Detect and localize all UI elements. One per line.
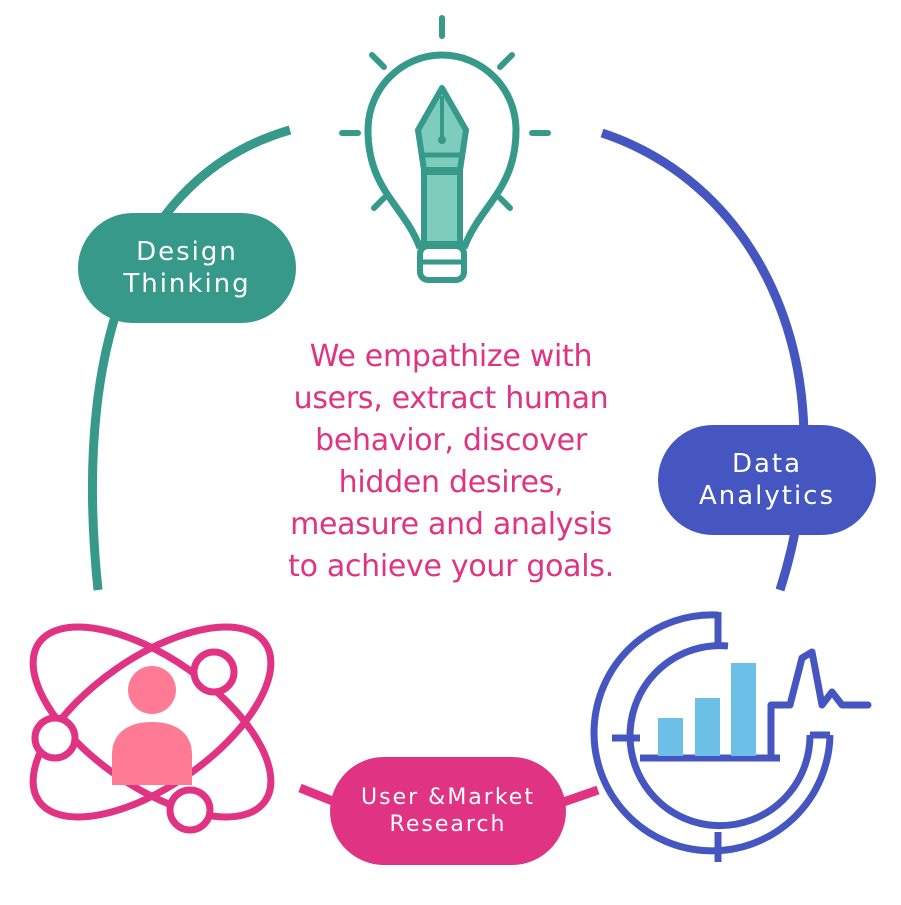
design-thinking-label: Design Thinking bbox=[78, 213, 296, 323]
center-line: measure and analysis bbox=[290, 507, 612, 542]
design-thinking-line-2: Thinking bbox=[123, 269, 251, 299]
center-description: We empathize with users, extract human b… bbox=[262, 336, 640, 588]
design-thinking-line-1: Design bbox=[136, 236, 238, 267]
data-analytics-line-1: Data bbox=[731, 448, 803, 479]
lightbulb-pen-icon bbox=[339, 15, 551, 283]
research-line-1: User &Market bbox=[361, 784, 535, 810]
research-line-2: Research bbox=[389, 812, 507, 837]
center-line: hidden desires, bbox=[338, 465, 564, 500]
analytics-gauge-icon bbox=[590, 611, 872, 862]
center-line: to achieve your goals. bbox=[288, 549, 614, 584]
center-line: behavior, discover bbox=[315, 423, 587, 458]
arc-design-thinking bbox=[88, 125, 292, 591]
center-line: users, extract human bbox=[293, 381, 609, 416]
center-line: We empathize with bbox=[309, 339, 593, 374]
atom-user-icon bbox=[29, 623, 275, 834]
data-analytics-line-2: Analytics bbox=[698, 481, 836, 511]
user-market-research-label: User &Market Research bbox=[330, 757, 566, 865]
data-analytics-label: Data Analytics bbox=[658, 425, 876, 535]
